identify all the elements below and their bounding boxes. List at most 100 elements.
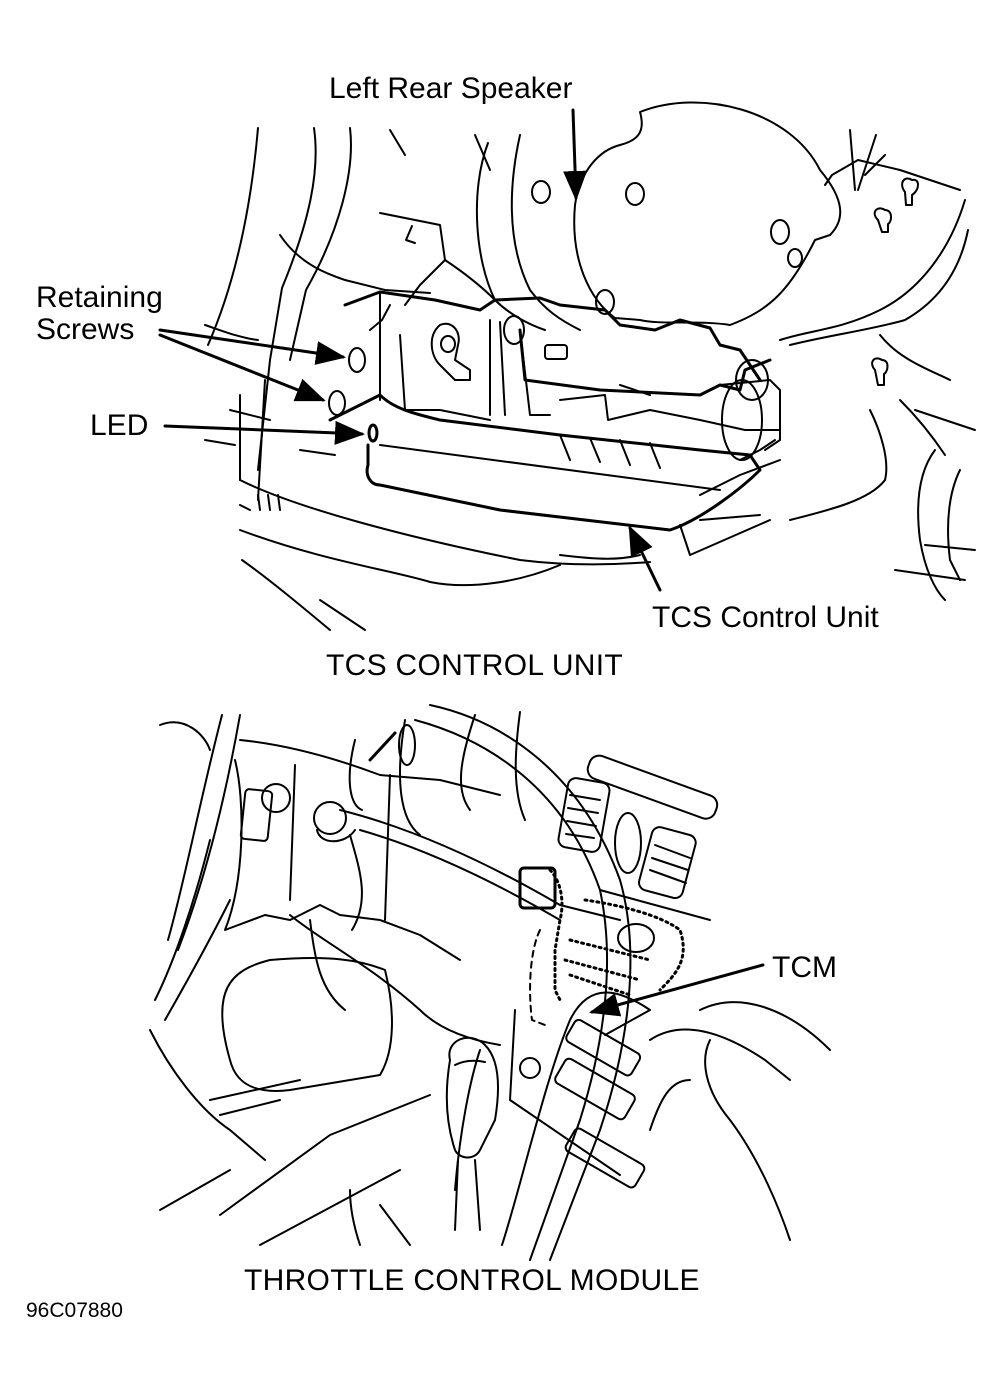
callout-retaining-screws-line2: Screws <box>36 313 135 346</box>
wire-harness <box>474 134 491 171</box>
body-panel-line <box>204 324 259 341</box>
tcs-control-unit-case <box>328 393 762 532</box>
body-panel-line <box>864 154 886 176</box>
tcs-mounting-bracket <box>369 304 391 331</box>
instrument-panel <box>398 724 416 766</box>
harness-connector <box>721 379 763 461</box>
body-panel-line <box>229 409 271 421</box>
led-arrow <box>163 420 365 445</box>
console-panel <box>509 1009 621 1176</box>
dash-fascia <box>349 834 363 931</box>
floor-line <box>239 494 281 511</box>
body-panel-line <box>279 234 431 294</box>
passenger-seat <box>699 1001 831 1051</box>
callout-tcm: TCM <box>772 951 837 984</box>
led-indicator <box>367 423 379 443</box>
passenger-seat <box>649 1079 691 1131</box>
tcs-control-unit-illustration <box>204 101 976 631</box>
floor-line <box>319 599 366 631</box>
callout-retaining-screws-line1: Retaining <box>36 281 163 314</box>
steering-wheel <box>164 899 231 1021</box>
wire-harness <box>389 129 406 156</box>
tcs-connector <box>559 394 781 431</box>
tcs-control-unit-case <box>699 459 781 496</box>
steering-column <box>224 759 461 961</box>
ignition-key-cylinder <box>313 801 347 835</box>
speaker-arrow <box>563 108 588 201</box>
floor-line <box>149 1029 266 1161</box>
body-panel-line <box>257 379 266 501</box>
tcm-hidden-body <box>563 938 652 997</box>
hazard-switch <box>614 812 642 874</box>
console-switch <box>564 1127 646 1189</box>
dash-fascia <box>289 914 501 1046</box>
floor-line <box>259 1169 401 1246</box>
figure-id: 96C07880 <box>26 1299 123 1322</box>
dash-fascia <box>599 889 711 921</box>
speaker-bracket <box>405 225 416 244</box>
retaining-screw-lower <box>328 390 346 416</box>
dash-fascia <box>339 809 621 921</box>
retaining-screw-upper <box>348 347 366 373</box>
steering-wheel <box>159 721 211 751</box>
instrument-panel <box>348 739 363 811</box>
tcs-control-unit-case <box>379 444 721 491</box>
bracket-bolt <box>440 335 456 353</box>
steering-column <box>239 739 501 796</box>
body-panel-line <box>849 129 856 191</box>
throttle-control-module-illustration <box>149 704 831 1261</box>
wire-harness <box>899 399 946 456</box>
tcm-arrow <box>589 963 765 1017</box>
bracket-bolt <box>503 315 525 345</box>
retaining-screw-arrow-upper <box>158 328 346 365</box>
top-callout-arrows <box>158 108 662 592</box>
wire-harness <box>789 409 888 521</box>
callout-led: LED <box>90 409 149 442</box>
floor-line <box>379 1204 411 1246</box>
retaining-screw-arrow-lower <box>158 333 326 402</box>
tcs-connector-latch <box>544 344 568 360</box>
tcs-mounting-bracket <box>399 334 491 421</box>
wire-harness <box>510 134 581 331</box>
instrument-panel <box>399 719 421 836</box>
bottom-view-caption: THROTTLE CONTROL MODULE <box>244 1264 700 1297</box>
body-panel-line <box>257 127 317 471</box>
clip <box>873 207 892 233</box>
body-panel-line <box>924 544 976 551</box>
dash-pocket <box>221 957 393 1092</box>
passenger-seat <box>501 991 651 1246</box>
tcm-hidden-outline <box>529 929 546 1026</box>
speaker-mount-hole <box>595 289 615 315</box>
ignition-key-cylinder <box>316 829 356 843</box>
gauge-needle <box>368 731 397 762</box>
floor-line <box>239 529 561 587</box>
tcs-connector <box>619 384 651 396</box>
steering-column <box>289 764 296 901</box>
passenger-seat <box>704 1039 791 1241</box>
tcs-control-unit-case <box>739 439 776 461</box>
speaker-bracket <box>444 259 496 301</box>
clip <box>871 357 889 386</box>
callout-tcs-control-unit: TCS Control Unit <box>652 601 879 634</box>
center-vent-upper <box>586 754 719 820</box>
body-panel-line <box>857 134 877 191</box>
body-panel-line <box>289 127 352 361</box>
column-switch <box>239 788 274 842</box>
tcs-connector <box>518 328 772 397</box>
steering-wheel <box>154 839 211 1001</box>
wire-harness <box>475 142 546 331</box>
top-view-caption: TCS CONTROL UNIT <box>326 649 624 682</box>
gear-shift-lever <box>454 1159 481 1231</box>
console-switch <box>565 1018 642 1077</box>
vent-louver <box>649 844 691 884</box>
speaker-mount-hole <box>625 182 645 206</box>
tcm-hidden-outline <box>548 868 564 1002</box>
wire-harness <box>789 229 969 346</box>
wire-harness <box>779 199 966 341</box>
harness-connector <box>735 359 769 401</box>
floor-line <box>349 1189 361 1246</box>
floor-line <box>209 1079 301 1116</box>
gear-shift-knob <box>454 1059 486 1066</box>
dash-fascia <box>309 919 346 1011</box>
wire-harness <box>879 334 951 381</box>
